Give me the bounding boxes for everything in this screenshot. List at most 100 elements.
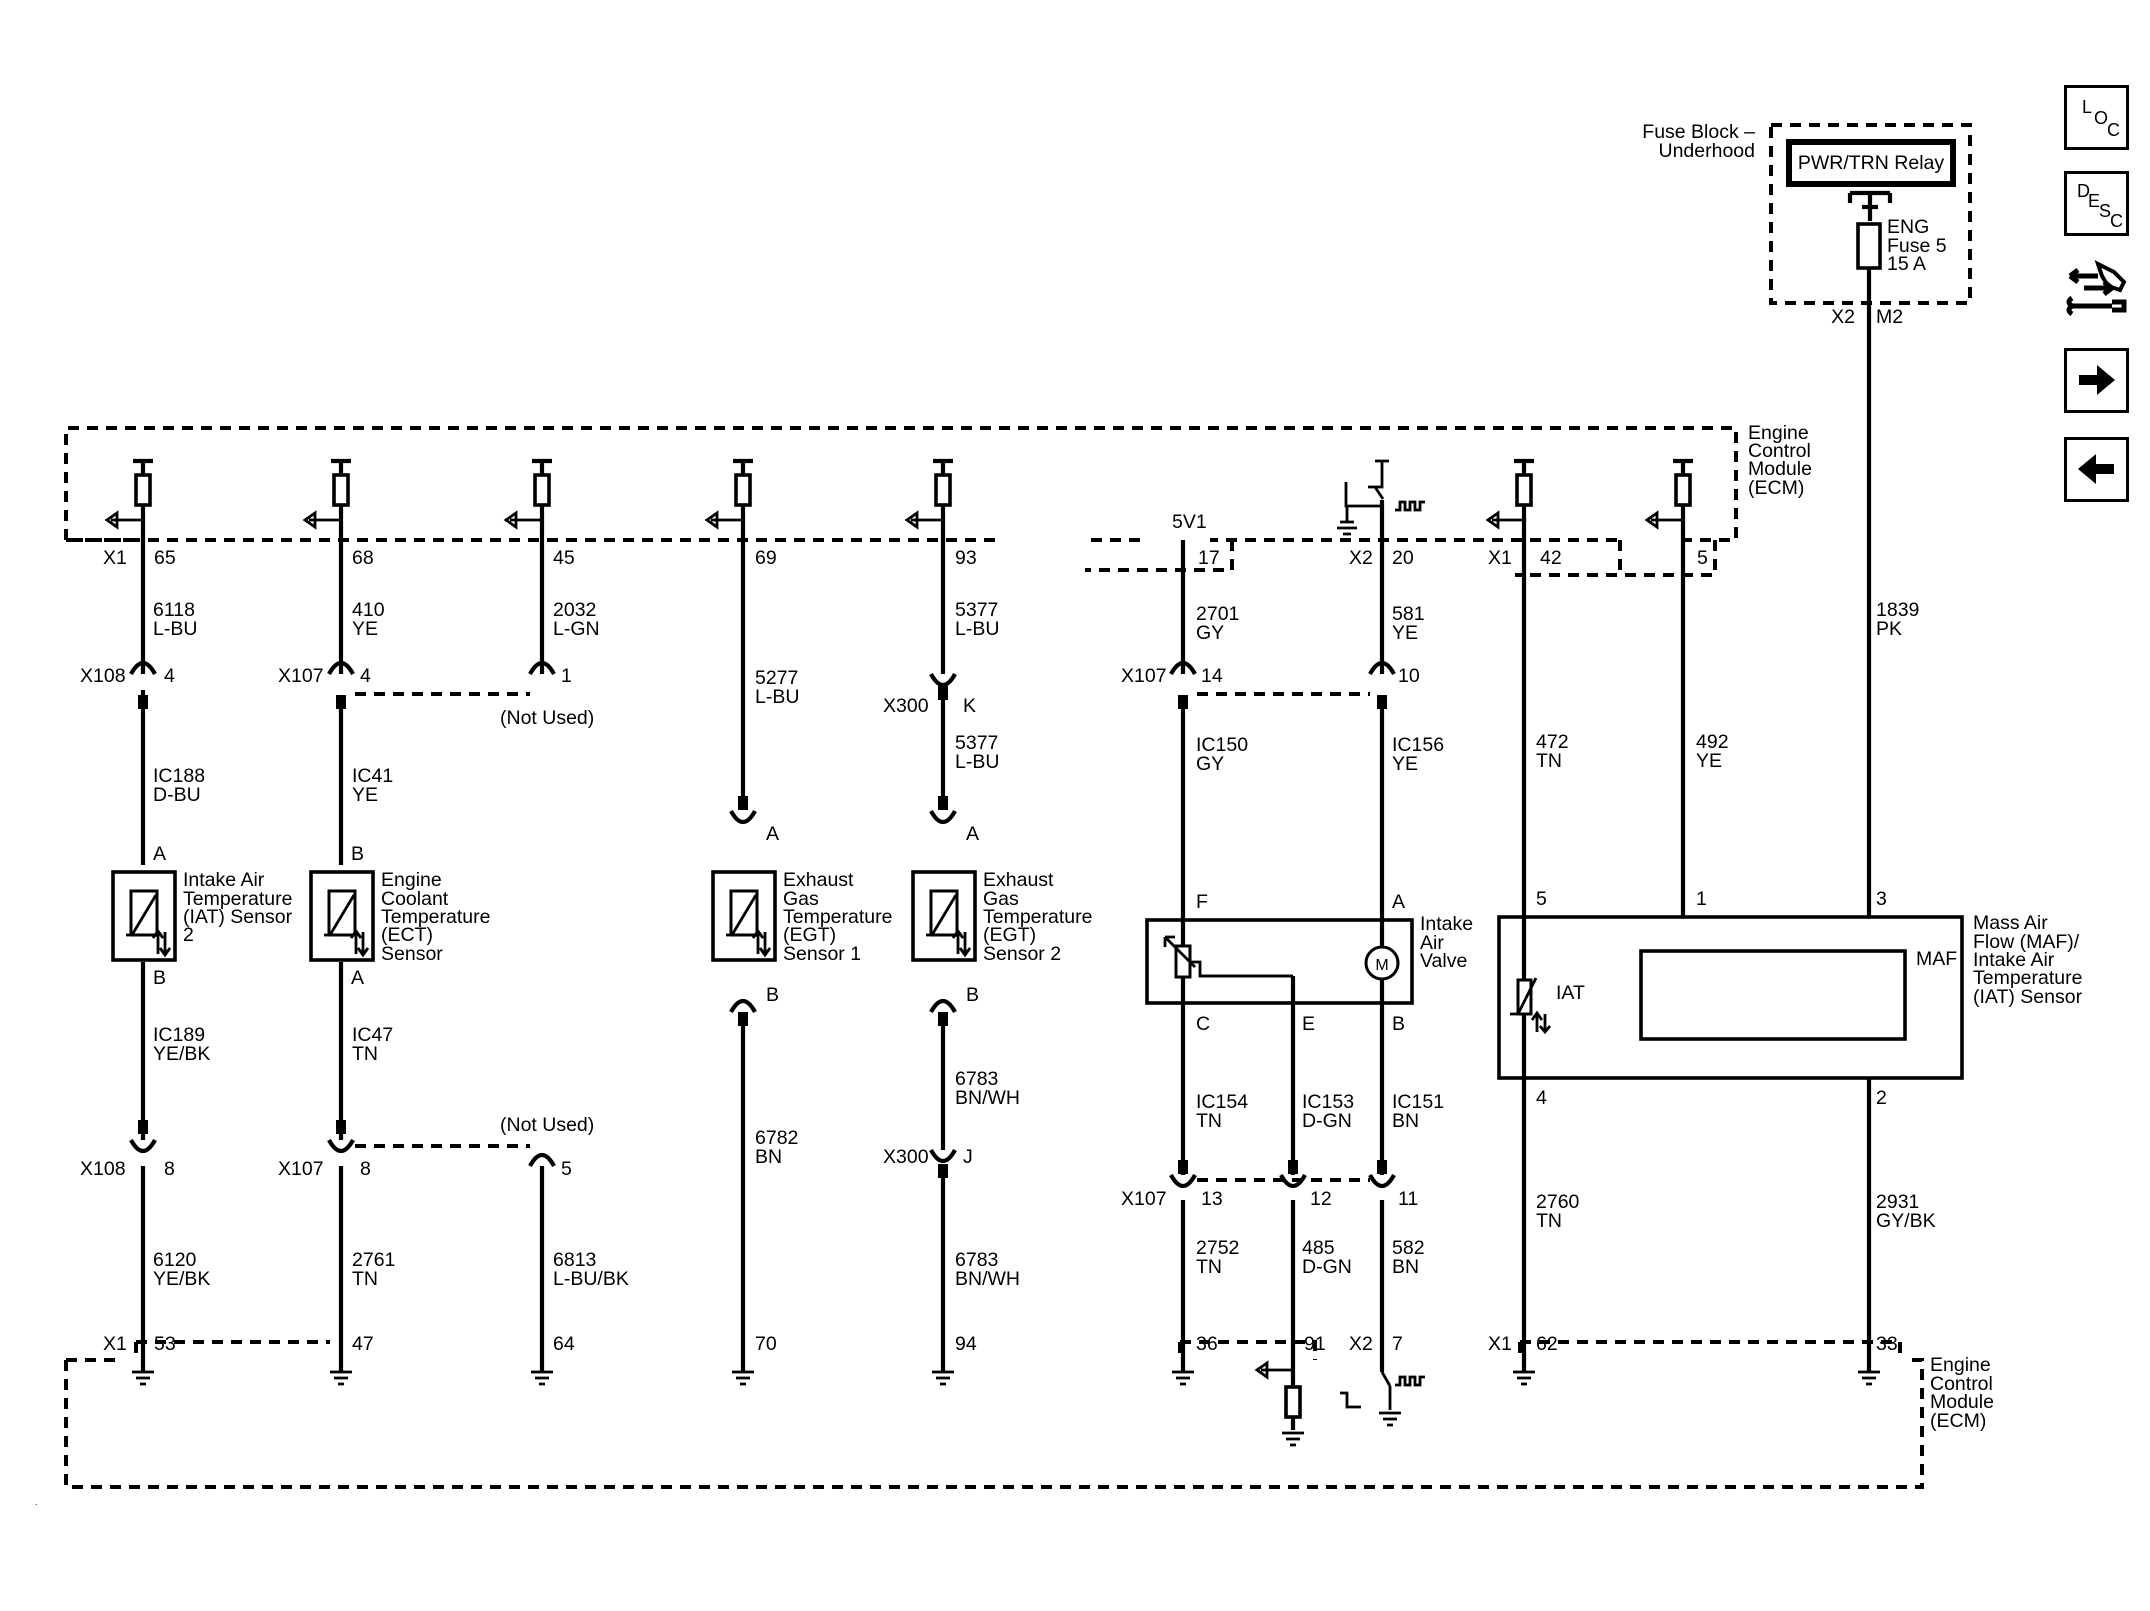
pin-label: K	[963, 695, 976, 717]
pin-label: 5	[1536, 888, 1547, 910]
component-label: Air	[1420, 932, 1444, 954]
maf-label: MAF	[1916, 948, 1957, 970]
wire-color: GY/BK	[1876, 1210, 1936, 1232]
pin-label: 17	[1198, 547, 1220, 569]
component-label: 2	[183, 924, 194, 946]
next-arrow-icon	[2079, 365, 2115, 395]
wire-color: YE	[352, 784, 378, 806]
wire-color: TN	[1196, 1256, 1222, 1278]
connector-labels: X108 4 X107 4 1 (Not Used) X300 K X107 1…	[80, 665, 1420, 1210]
wire-circuit: 1839	[1876, 599, 1919, 621]
wire-color: YE/BK	[153, 1268, 210, 1290]
connector-label: X300	[883, 1146, 929, 1168]
wire-color: BN/WH	[955, 1087, 1020, 1109]
pin-label: 36	[1196, 1333, 1218, 1355]
component-label: Intake Air	[183, 869, 265, 891]
wire-color: GY	[1196, 753, 1224, 775]
desc-letter: D	[2077, 181, 2090, 201]
wire-color: YE/BK	[153, 1043, 210, 1065]
component-label: (IAT) Sensor	[183, 906, 293, 928]
pin-label: 8	[360, 1158, 371, 1180]
eng-fuse-icon	[1856, 222, 1882, 270]
inline-connectors	[129, 660, 1396, 1189]
pin-label: A	[766, 823, 779, 845]
component-label: Temperature	[381, 906, 490, 928]
pin-label: 14	[1201, 665, 1223, 687]
ecm-top-x2: X2	[1349, 547, 1373, 569]
fuse-pin: M2	[1876, 306, 1903, 328]
wire-color: L-BU	[755, 686, 799, 708]
pin-label: 10	[1398, 665, 1420, 687]
component-label: Exhaust	[983, 869, 1054, 891]
pin-label: A	[351, 967, 364, 989]
connector-label: X108	[80, 1158, 126, 1180]
previous-button[interactable]	[2064, 437, 2129, 502]
pin-label: 3	[1876, 888, 1887, 910]
component-label: (EGT)	[783, 924, 836, 946]
pin-label: 8	[164, 1158, 175, 1180]
corner-mark: .	[35, 1497, 38, 1507]
pin-label: 4	[1536, 1087, 1547, 1109]
wire-circuit: 6120	[153, 1249, 197, 1271]
wire-color: YE	[1392, 753, 1418, 775]
wire-circuit: IC150	[1196, 734, 1248, 756]
pin-label: 47	[352, 1333, 374, 1355]
previous-arrow-icon	[2078, 454, 2114, 484]
not-used-label: (Not Used)	[500, 1114, 594, 1136]
wire-color: D-BU	[153, 784, 201, 806]
wire-color: D-GN	[1302, 1256, 1352, 1278]
ecm-top-label-3: Module	[1748, 458, 1812, 480]
wire-color: TN	[1536, 1210, 1562, 1232]
component-label: Intake	[1420, 913, 1473, 935]
wire-color: L-BU/BK	[553, 1268, 629, 1290]
component-label: Coolant	[381, 888, 449, 910]
wire-circuit: IC153	[1302, 1091, 1354, 1113]
desc-letter: S	[2099, 201, 2112, 221]
ecm-top-x1: X1	[103, 547, 127, 569]
wire-circuit: 5377	[955, 599, 998, 621]
wires	[140, 268, 1872, 1370]
loc-button[interactable]: L O C	[2064, 85, 2129, 150]
fuse-label-3: 15 A	[1887, 253, 1926, 275]
wire-color: BN	[1392, 1256, 1419, 1278]
wire-circuit: 492	[1696, 731, 1729, 753]
desc-letter: E	[2088, 191, 2101, 211]
component-label: (IAT) Sensor	[1973, 986, 2083, 1008]
wire-color: L-BU	[153, 618, 197, 640]
sensor-egt2: A B Exhaust Gas Temperature (EGT) Sensor…	[911, 823, 1092, 1006]
wire-circuit: 410	[352, 599, 385, 621]
ecm-top-label-2: Control	[1748, 440, 1811, 462]
connector-label: X300	[883, 695, 929, 717]
next-button[interactable]	[2064, 348, 2129, 413]
connector-tool-button[interactable]	[2064, 258, 2129, 323]
iat-label: IAT	[1556, 982, 1585, 1004]
wire-color: L-BU	[955, 751, 999, 773]
wire-circuit: 582	[1392, 1237, 1425, 1259]
pin-label: B	[766, 984, 779, 1006]
wire-circuit: IC47	[352, 1024, 393, 1046]
ecm-bottom-label-4: (ECM)	[1930, 1410, 1986, 1432]
ecm-bottom-x2: X2	[1349, 1333, 1373, 1355]
pin-label: 70	[755, 1333, 777, 1355]
pin-label: 1	[1696, 888, 1707, 910]
ecm-bottom-x1b: X1	[1488, 1333, 1512, 1355]
pin-label: 4	[164, 665, 175, 687]
wire-color: L-BU	[955, 618, 999, 640]
wire-circuit: IC188	[153, 765, 205, 787]
component-label: Gas	[783, 888, 819, 910]
ecm-bottom-label-2: Control	[1930, 1373, 1993, 1395]
desc-button[interactable]: D E S C	[2064, 171, 2129, 236]
pin-label: 5	[561, 1158, 572, 1180]
pin-label: 94	[955, 1333, 977, 1355]
ecm-bottom-label-3: Module	[1930, 1391, 1994, 1413]
fuse-label-2: Fuse 5	[1887, 235, 1947, 257]
component-label: (EGT)	[983, 924, 1036, 946]
sensor-ect: B A Engine Coolant Temperature (ECT) Sen…	[309, 843, 490, 989]
component-label: Temperature	[783, 906, 892, 928]
pin-label: A	[153, 843, 166, 865]
sensor-iat2: A B Intake Air Temperature (IAT) Sensor …	[111, 843, 293, 989]
wire-color: TN	[352, 1043, 378, 1065]
pin-label: 12	[1310, 1188, 1332, 1210]
wire-circuit: IC151	[1392, 1091, 1444, 1113]
